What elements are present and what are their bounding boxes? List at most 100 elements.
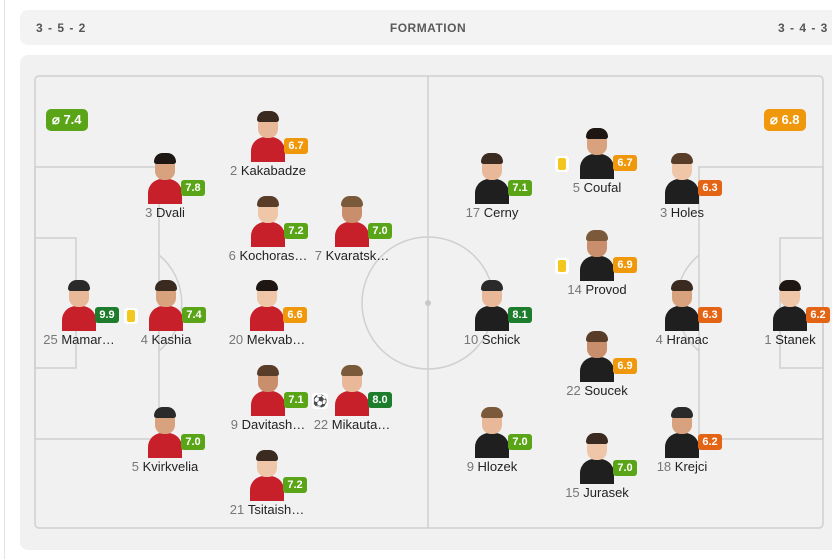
player-label: 9 Hlozek <box>432 459 552 474</box>
player-name: Davitash… <box>241 417 306 432</box>
player-rating: 7.4 <box>182 307 206 323</box>
player-photo <box>147 152 183 204</box>
player-label: 4 Kashia <box>106 332 226 347</box>
player-name: Schick <box>481 332 521 347</box>
player-photo <box>249 279 285 331</box>
player-rating: 8.1 <box>508 307 532 323</box>
player-label: 5 Coufal <box>537 180 657 195</box>
player-rating: 6.9 <box>613 358 637 374</box>
player-number: 5 <box>572 180 581 195</box>
player-name: Mamar… <box>61 332 115 347</box>
player-photo <box>664 406 700 458</box>
player-photo <box>579 432 615 484</box>
player-label: 3 Holes <box>622 205 742 220</box>
player-label: 20 Mekvab… <box>207 332 327 347</box>
player-rating: 6.2 <box>806 307 830 323</box>
player-photo <box>250 110 286 162</box>
goal-ball-icon: ⚽ <box>312 393 328 409</box>
player-photo <box>249 449 285 501</box>
player-number: 21 <box>229 502 245 517</box>
player-name: Jurasek <box>583 485 629 500</box>
player-name: Kvirkvelia <box>142 459 199 474</box>
player-rating: 7.8 <box>181 180 205 196</box>
player-name: Kochoras… <box>239 248 308 263</box>
player-rating: 6.3 <box>698 307 722 323</box>
player-label: 15 Jurasek <box>537 485 657 500</box>
home-average-rating: ⌀ 7.4 <box>46 109 88 131</box>
player-photo <box>147 406 183 458</box>
player-rating: 7.2 <box>283 477 307 493</box>
player-number: 15 <box>565 485 580 500</box>
player-photo <box>474 406 510 458</box>
player-label: 21 Tsitaish… <box>207 502 327 517</box>
player-photo <box>61 279 97 331</box>
player-number: 2 <box>230 163 238 178</box>
player-photo <box>474 152 510 204</box>
player-label: 6 Kochoras… <box>208 248 328 263</box>
player-label: 25 Mamar… <box>19 332 139 347</box>
player-number: 22 <box>313 417 329 432</box>
player-rating: 7.0 <box>613 460 637 476</box>
player-label: 14 Provod <box>537 282 657 297</box>
formation-title: FORMATION <box>389 21 467 35</box>
player-label: 17 Cerny <box>432 205 552 220</box>
player-label: 5 Kvirkvelia <box>105 459 225 474</box>
player-number: 7 <box>314 248 323 263</box>
player-label: 3 Dvali <box>105 205 225 220</box>
player-photo <box>148 279 184 331</box>
player-rating: 7.0 <box>181 434 205 450</box>
player-rating: 7.0 <box>508 434 532 450</box>
player-rating: 6.9 <box>613 257 637 273</box>
player-label: 18 Krejci <box>622 459 742 474</box>
player-label: 7 Kvaratsk… <box>292 248 412 263</box>
player-number: 6 <box>228 248 236 263</box>
player-name: Provod <box>585 282 627 297</box>
player-number: 3 <box>659 205 668 220</box>
player-rating: 7.2 <box>284 223 308 239</box>
player-photo <box>579 229 615 281</box>
player-name: Tsitaish… <box>247 502 305 517</box>
player-number: 9 <box>466 459 474 474</box>
yellow-card-icon <box>555 258 569 274</box>
player-number: 14 <box>567 282 582 297</box>
player-rating: 7.1 <box>284 392 308 408</box>
player-rating: 7.1 <box>508 180 532 196</box>
player-photo <box>334 195 370 247</box>
player-number: 4 <box>140 332 148 347</box>
player-label: 22 Mikauta… <box>292 417 412 432</box>
player-photo <box>579 330 615 382</box>
player-name: Hlozek <box>477 459 518 474</box>
player-number: 22 <box>566 383 581 398</box>
player-photo <box>664 279 700 331</box>
player-rating: 6.7 <box>284 138 308 154</box>
away-formation: 3 - 4 - 3 <box>778 21 829 35</box>
player-name: Krejci <box>674 459 708 474</box>
home-formation: 3 - 5 - 2 <box>36 21 87 35</box>
player-rating: 7.0 <box>368 223 392 239</box>
player-rating: 6.2 <box>698 434 722 450</box>
player-rating: 6.3 <box>698 180 722 196</box>
player-name: Kvaratsk… <box>325 248 390 263</box>
player-name: Holes <box>670 205 705 220</box>
player-photo <box>334 364 370 416</box>
player-photo <box>250 364 286 416</box>
yellow-card-icon <box>555 156 569 172</box>
player-name: Kakabadze <box>240 163 306 178</box>
player-rating: 8.0 <box>368 392 392 408</box>
player-rating: 6.7 <box>613 155 637 171</box>
player-rating: 6.6 <box>283 307 307 323</box>
player-label: 10 Schick <box>432 332 552 347</box>
player-photo <box>474 279 510 331</box>
player-name: Coufal <box>583 180 622 195</box>
player-number: 3 <box>145 205 153 220</box>
player-label: 2 Kakabadze <box>208 163 328 178</box>
player-number: 4 <box>655 332 663 347</box>
formation-header: 3 - 5 - 2 FORMATION 3 - 4 - 3 <box>20 10 832 45</box>
away-average-rating: ⌀ 6.8 <box>764 109 806 131</box>
player-number: 5 <box>131 459 139 474</box>
player-photo <box>772 279 808 331</box>
player-number: 9 <box>230 417 239 432</box>
player-number: 18 <box>656 459 672 474</box>
